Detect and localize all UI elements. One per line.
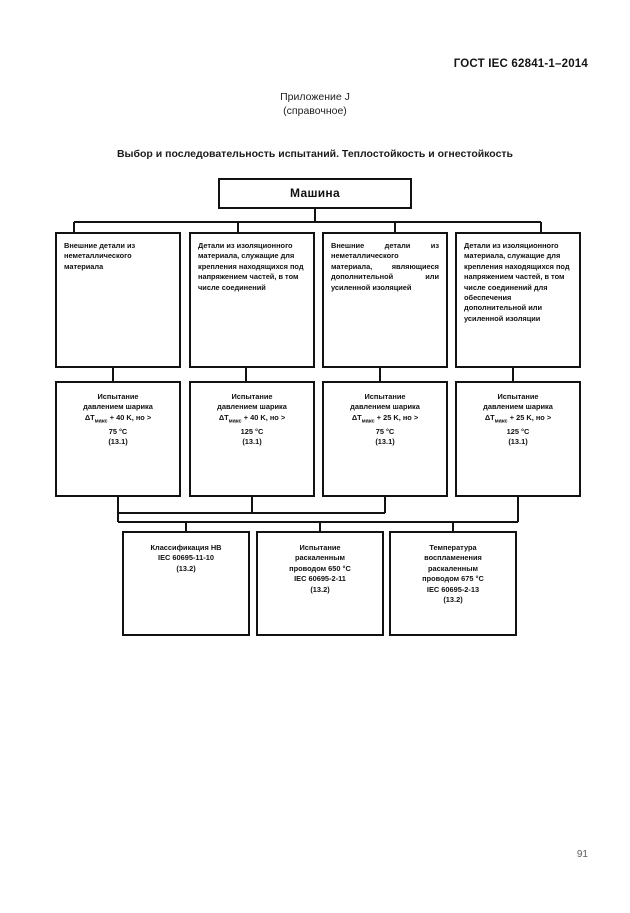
node-line-2: раскаленным [295, 553, 345, 563]
node-line-2: воспламенения [424, 553, 482, 563]
node-line-1: Испытание [497, 392, 539, 401]
node-temperature: 75 °C [375, 426, 395, 436]
node-ball-pressure-test-25k-75c[interactable]: Испытание давлением шарика ΔTмакс + 25 K… [322, 381, 448, 497]
node-temperature: 75 °C [108, 426, 128, 436]
diagram-title: Выбор и последовательность испытаний. Те… [116, 148, 514, 160]
node-insulating-parts-supplementary-insulation[interactable]: Детали из изоляционного материала, служа… [455, 232, 581, 368]
delta-t-symbol: ΔT [84, 412, 95, 422]
node-line-3: проводом 650 °C [289, 563, 351, 573]
formula-rest: + 40 K, но > [109, 412, 152, 422]
formula-rest: + 25 K, но > [376, 412, 419, 422]
formula-rest: + 25 K, но > [509, 412, 552, 422]
node-line-1: Классификация HB [150, 543, 222, 552]
page-number: 91 [576, 849, 588, 860]
delta-t-subscript: макс [228, 418, 242, 425]
node-ball-pressure-test-25k-125c[interactable]: Испытание давлением шарика ΔTмакс + 25 K… [455, 381, 581, 497]
node-temperature: 125 °C [506, 426, 530, 436]
node-formula: ΔTмакс + 40 K, но > [198, 413, 306, 427]
delta-t-subscript: макс [361, 418, 375, 425]
node-clause: (13.1) [108, 437, 128, 447]
node-text: Детали из изоляционного материала, служа… [464, 241, 570, 323]
node-line-3: (13.2) [176, 563, 196, 573]
node-formula: ΔTмакс + 40 K, но > [64, 413, 172, 427]
node-line-2: IEC 60695-11-10 [158, 553, 214, 563]
node-glow-wire-ignition-temperature-675c[interactable]: Температура воспламенения раскаленным пр… [389, 531, 517, 636]
node-line-1: Испытание [97, 392, 139, 401]
delta-t-subscript: макс [494, 418, 508, 425]
node-line-5: IEC 60695-2-13 [426, 584, 480, 594]
node-ball-pressure-test-40k-75c[interactable]: Испытание давлением шарика ΔTмакс + 40 K… [55, 381, 181, 497]
node-line-4: IEC 60695-2-11 [294, 574, 346, 584]
formula-rest: + 40 K, но > [243, 412, 286, 422]
node-line-4: проводом 675 °C [422, 574, 484, 584]
delta-t-subscript: макс [94, 418, 108, 425]
node-clause: (13.1) [508, 437, 528, 447]
node-clause: (13.1) [375, 437, 395, 447]
node-machine[interactable]: Машина [218, 178, 412, 209]
node-line-2: давлением шарика [217, 402, 287, 412]
node-line-3: раскаленным [428, 563, 478, 573]
node-glow-wire-test-650c[interactable]: Испытание раскаленным проводом 650 °C IE… [256, 531, 384, 636]
node-line-1: Испытание [299, 543, 341, 552]
node-line-6: (13.2) [443, 595, 463, 605]
annex-heading: Приложение J (справочное) [0, 90, 630, 118]
document-header-standard: ГОСТ IEC 62841-1–2014 [453, 58, 588, 70]
node-formula: ΔTмакс + 25 K, но > [331, 413, 439, 427]
delta-t-symbol: ΔT [484, 412, 495, 422]
node-clause: (13.1) [242, 437, 262, 447]
node-formula: ΔTмакс + 25 K, но > [464, 413, 572, 427]
node-external-nonmetallic-parts[interactable]: Внешние детали из неметаллического матер… [55, 232, 181, 368]
node-text: Внешние детали из неметаллического матер… [331, 241, 439, 292]
delta-t-symbol: ΔT [351, 412, 362, 422]
node-text: Внешние детали из неметаллического матер… [64, 241, 136, 271]
node-line-1: Испытание [231, 392, 273, 401]
node-classification-hb[interactable]: Классификация HB IEC 60695-11-10 (13.2) [122, 531, 250, 636]
node-external-nonmetallic-supplementary-insulation[interactable]: Внешние детали из неметаллического матер… [322, 232, 448, 368]
node-line-5: (13.2) [310, 584, 330, 594]
annex-name: Приложение J [280, 91, 350, 103]
annex-kind: (справочное) [283, 105, 347, 117]
node-line-2: давлением шарика [483, 402, 553, 412]
delta-t-symbol: ΔT [218, 412, 229, 422]
node-line-2: давлением шарика [83, 402, 153, 412]
node-ball-pressure-test-40k-125c[interactable]: Испытание давлением шарика ΔTмакс + 40 K… [189, 381, 315, 497]
node-temperature: 125 °C [240, 426, 264, 436]
node-line-1: Испытание [364, 392, 406, 401]
node-line-2: давлением шарика [350, 402, 420, 412]
node-text: Детали из изоляционного материала, служа… [198, 241, 304, 292]
node-line-1: Температура [429, 543, 477, 552]
node-machine-label: Машина [290, 186, 340, 201]
node-insulating-parts-live-retention[interactable]: Детали из изоляционного материала, служа… [189, 232, 315, 368]
